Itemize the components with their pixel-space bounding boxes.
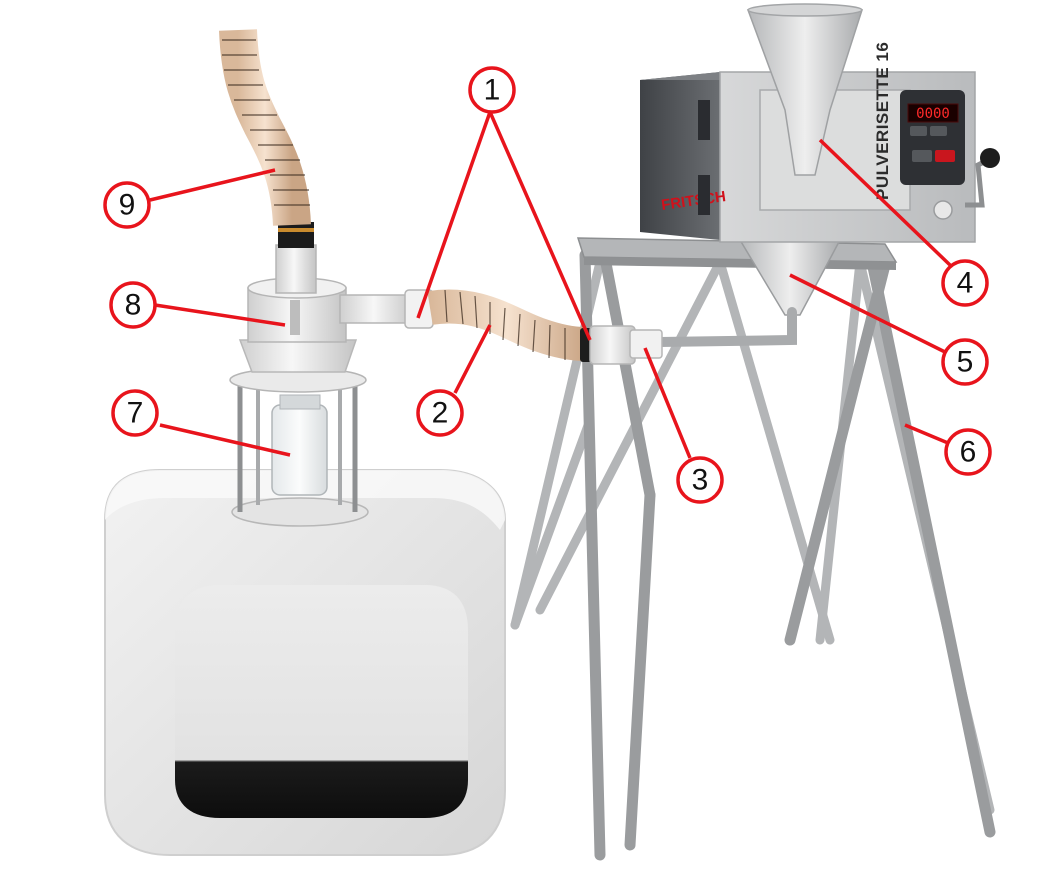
callout-8: 8: [111, 283, 155, 327]
callout-6: 6: [946, 430, 990, 474]
callout-5: 5: [943, 340, 987, 384]
callout-label-2: 2: [432, 397, 449, 430]
callout-label-4: 4: [957, 267, 974, 300]
callout-1: 1: [470, 68, 514, 112]
callout-4: 4: [943, 261, 987, 305]
mill-unit: 0000 PULVERISETTE 16 FRITSCH: [640, 4, 1000, 242]
model-name: PULVERISETTE 16: [873, 42, 892, 200]
callout-label-1: 1: [484, 74, 501, 107]
connecting-hose: [430, 306, 585, 344]
stop-button: [935, 150, 955, 162]
collection-box: [105, 470, 505, 855]
callout-label-6: 6: [960, 436, 977, 469]
cyclone-separator: [240, 340, 356, 372]
outlet-funnel: [740, 240, 840, 315]
callout-2: 2: [418, 391, 462, 435]
callout-label-7: 7: [127, 397, 144, 430]
exhaust-hose: [238, 30, 292, 225]
callout-label-3: 3: [692, 464, 709, 497]
collecting-vessel: [272, 405, 327, 495]
digital-display-text: 0000: [916, 106, 950, 122]
callout-label-9: 9: [119, 189, 136, 222]
callout-9: 9: [105, 183, 149, 227]
callout-7: 7: [113, 391, 157, 435]
callout-3: 3: [678, 458, 722, 502]
callout-label-8: 8: [125, 289, 142, 322]
callout-label-5: 5: [957, 346, 974, 379]
suction-pipe: [660, 312, 792, 342]
